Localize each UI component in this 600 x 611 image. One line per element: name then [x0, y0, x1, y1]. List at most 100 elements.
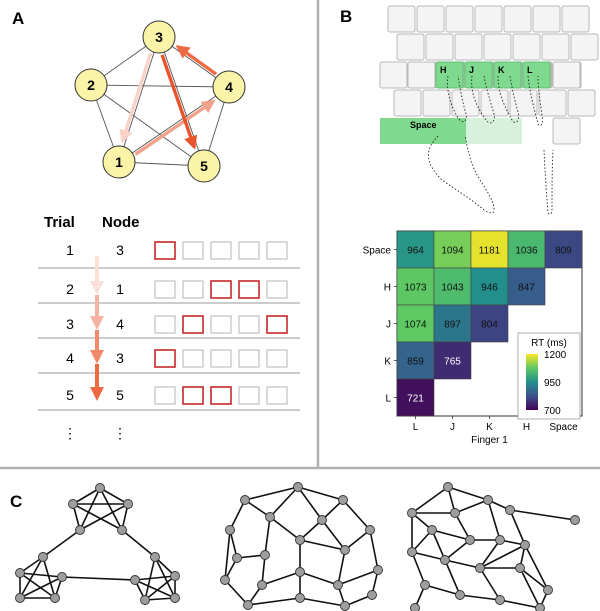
heatmap-cell: [396, 304, 435, 343]
network-node: [483, 495, 493, 505]
walk-arrow: [175, 45, 218, 76]
network-edge: [337, 569, 379, 586]
keyboard-key: [379, 61, 408, 89]
network-edge: [459, 594, 501, 601]
node-number: 5: [116, 387, 124, 403]
network-edge: [344, 529, 371, 551]
network-node: [410, 603, 420, 611]
key-box-active: [154, 241, 176, 260]
network-edge: [369, 529, 379, 571]
network-edge: [19, 572, 56, 599]
network-node: [365, 525, 375, 535]
key-box: [238, 349, 260, 368]
network-edge: [342, 499, 371, 531]
graph-edge: [90, 84, 230, 88]
network-node: [420, 580, 430, 590]
network-node: [293, 482, 303, 492]
network-node: [450, 508, 460, 518]
network-edge: [244, 499, 271, 518]
network-edge: [19, 556, 44, 599]
trial-number: 1: [66, 242, 74, 258]
network-node: [505, 505, 515, 515]
keyboard-key: [416, 5, 445, 33]
keyboard-key-highlighted: [493, 61, 522, 89]
network-node: [295, 567, 305, 577]
keyboard-key: [570, 33, 599, 61]
keyboard-key: [396, 33, 425, 61]
key-label: J: [469, 65, 474, 75]
key-box: [238, 315, 260, 334]
network-node: [295, 593, 305, 603]
network-node: [407, 508, 417, 518]
network-node: [225, 525, 235, 535]
legend-tick: 950: [544, 378, 561, 389]
network-node: [338, 495, 348, 505]
network-edge: [72, 503, 123, 531]
network-edge: [454, 499, 489, 514]
network-node: [117, 525, 127, 535]
key-box: [238, 241, 260, 260]
trial-number: 4: [66, 350, 74, 366]
network-edge: [297, 486, 344, 501]
graph-node-label: 2: [87, 77, 95, 93]
keyboard-key: [552, 117, 581, 145]
network-node: [57, 572, 67, 582]
node-number: 4: [116, 316, 124, 332]
network-node: [140, 595, 150, 605]
network-node: [150, 552, 160, 562]
network-node: [123, 499, 133, 509]
node-number: 3: [116, 350, 124, 366]
network-node: [427, 525, 437, 535]
space-bar-highlighted: [380, 118, 466, 144]
network-edge: [411, 551, 426, 586]
network-node: [170, 571, 180, 581]
network-edge: [411, 551, 446, 561]
heatmap-cell: [544, 230, 583, 269]
keyboard-key: [512, 33, 541, 61]
heatmap-xlabel: Finger 1: [471, 435, 508, 446]
heatmap-value: 804: [481, 320, 498, 331]
network-edge: [264, 516, 271, 556]
keyboard-key: [454, 33, 483, 61]
network-edge: [519, 567, 541, 609]
heatmap-cell: [433, 230, 472, 269]
network-node: [535, 603, 545, 611]
network-node: [333, 580, 343, 590]
key-box-active: [210, 386, 232, 405]
network-edge: [269, 486, 299, 518]
heatmap-value: 897: [444, 320, 461, 331]
header-trial: Trial: [44, 214, 75, 231]
network-edge: [121, 529, 156, 558]
network-edge: [269, 516, 301, 541]
key-box-active: [210, 280, 232, 299]
key-box-active: [154, 349, 176, 368]
key-box: [210, 349, 232, 368]
walk-arrow: [160, 54, 198, 150]
keyboard-key: [509, 89, 538, 117]
network-edge: [424, 584, 461, 596]
network-edge: [454, 512, 471, 541]
legend-tick: 1200: [544, 350, 567, 361]
graph-edge: [90, 84, 205, 167]
graph-node-label: 5: [200, 158, 208, 174]
network-edge: [244, 486, 299, 501]
heatmap-col-label: H: [523, 422, 530, 433]
walk-arrow: [134, 99, 216, 156]
network-edge: [479, 567, 501, 601]
network-edge: [499, 599, 541, 609]
network-edge: [79, 503, 129, 531]
heatmap-row-label: Space: [363, 246, 392, 257]
keyboard-key: [393, 89, 422, 117]
network-edge: [144, 597, 176, 601]
graph-edge: [158, 36, 205, 167]
heatmap-value: 946: [481, 283, 498, 294]
network-edge: [297, 486, 323, 521]
network-edge: [479, 539, 501, 569]
network-edge: [431, 529, 471, 541]
heatmap-cell: [507, 230, 546, 269]
network-edge: [431, 529, 446, 561]
network-node: [440, 555, 450, 565]
